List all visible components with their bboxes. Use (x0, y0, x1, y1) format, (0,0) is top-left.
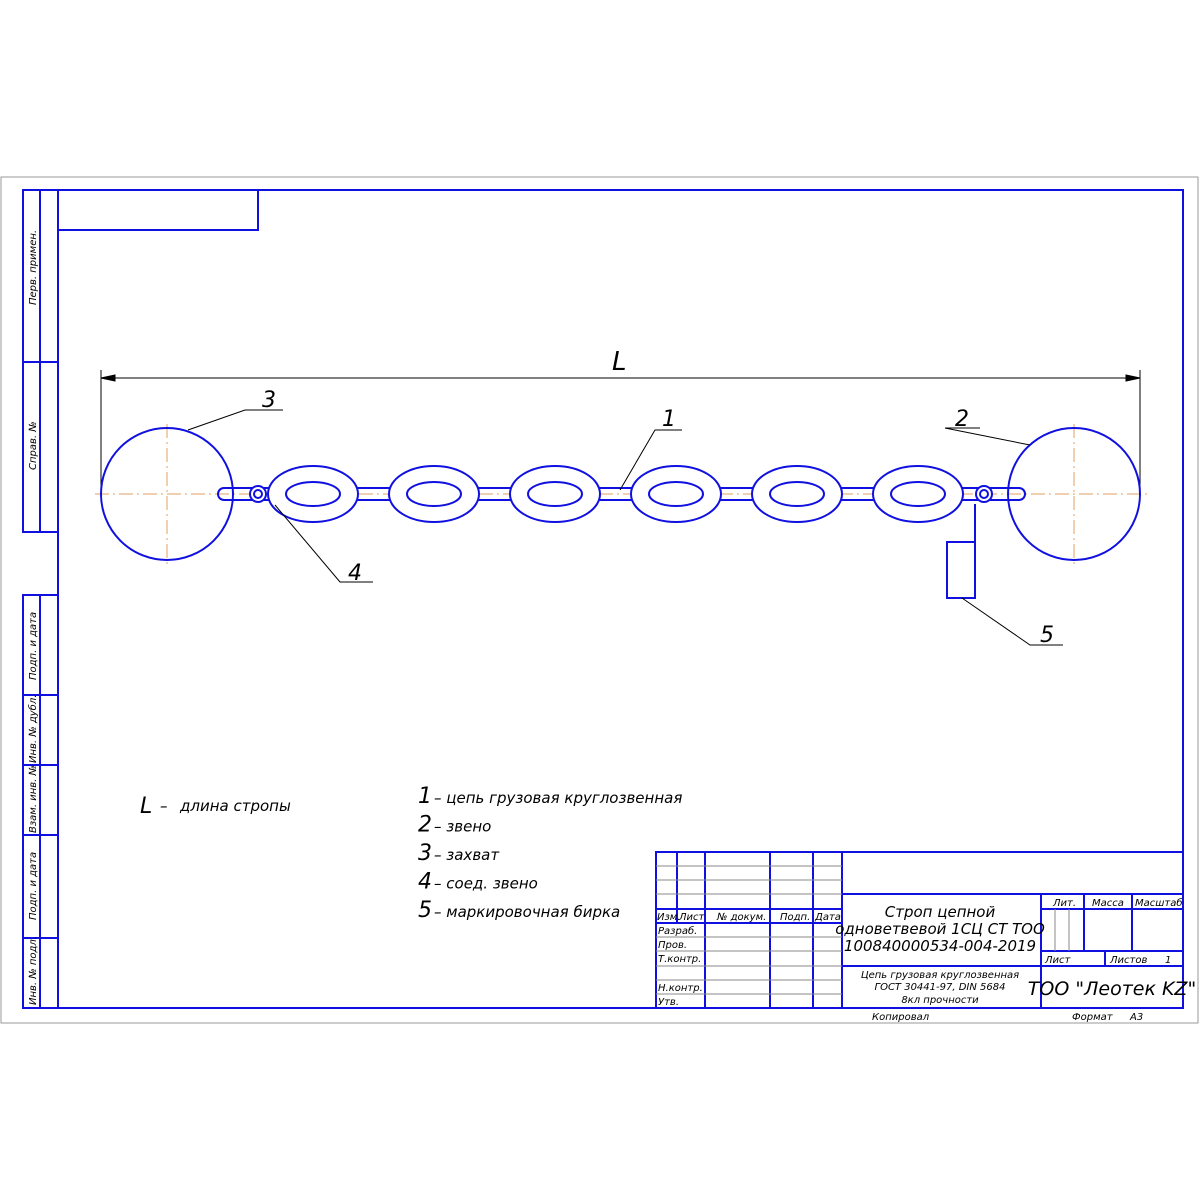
hdr-sign: Подп. (780, 912, 810, 923)
role: Т.контр. (658, 954, 701, 965)
dimension-L (100, 370, 1141, 494)
connecting-link (249, 485, 267, 503)
lit-label: Лит. (1052, 898, 1076, 909)
stamp-label: Инв. № подл. (28, 936, 39, 1005)
title-line: 100840000534-004-2019 (844, 937, 1036, 955)
legend-number: 3 (418, 841, 432, 866)
legend-length: L – длина стропы (140, 794, 291, 819)
role: Утв. (658, 997, 679, 1008)
callout-4: 4 (348, 561, 362, 586)
chain-link (267, 465, 359, 523)
sheet-border (0, 176, 1199, 1024)
dimension-label: L (612, 347, 627, 377)
legend-number: 2 (418, 813, 432, 838)
chain-link-inner (890, 481, 946, 507)
chain-link-inner (648, 481, 704, 507)
chain-link (630, 465, 722, 523)
legend-number: 4 (418, 870, 432, 895)
legend-symbol: L (140, 794, 152, 819)
hdr-izm: Изм. (657, 912, 681, 923)
callout-5: 5 (1040, 623, 1054, 648)
leaders (187, 409, 1063, 646)
legend-number: 5 (418, 898, 432, 923)
end-link (1007, 427, 1141, 561)
legend-dash: – (160, 797, 168, 815)
company-name: ТОО "Леотек KZ" (1028, 978, 1196, 1000)
callout-1: 1 (662, 407, 676, 432)
side-stamps: Перв. примен. Справ. № Подп. и дата Инв.… (27, 230, 39, 1005)
format-label: Формат (1072, 1012, 1114, 1023)
legend-item: – маркировочная бирка (434, 903, 620, 921)
chain-link (872, 465, 964, 523)
frame (22, 189, 1184, 1009)
grab-hook (100, 427, 234, 561)
connecting-link (975, 485, 993, 503)
chain-link-inner (285, 481, 341, 507)
role: Разраб. (658, 925, 697, 937)
chain (100, 427, 1141, 599)
role: Н.контр. (658, 983, 703, 994)
material-line: Цепь грузовая круглозвенная (861, 970, 1019, 981)
mass-label: Масса (1092, 898, 1124, 909)
stamp-label: Подп. и дата (28, 852, 39, 920)
chain-link (509, 465, 601, 523)
title-block (655, 851, 1184, 1009)
copied-label: Копировал (872, 1012, 930, 1023)
legend-item: – захват (434, 846, 500, 864)
hdr-doc: № докум. (716, 912, 766, 923)
hdr-list: Лист (678, 912, 706, 923)
title-line: одноветвевой 1СЦ СТ ТОО (835, 920, 1045, 938)
scale-label: Масштаб (1135, 897, 1183, 909)
chain-link (751, 465, 843, 523)
marking-tag (946, 541, 976, 599)
callout-3: 3 (262, 388, 276, 413)
legend-item: – звено (434, 818, 491, 836)
legend-text: длина стропы (179, 797, 291, 815)
sheets-label: Листов (1109, 955, 1147, 966)
stamp-label: Справ. № (28, 421, 39, 470)
chain-link-inner (769, 481, 825, 507)
stamp-label: Взам. инв. № (28, 765, 39, 833)
format-value: А3 (1129, 1012, 1143, 1023)
callout-2: 2 (955, 407, 969, 432)
chain-link-inner (527, 481, 583, 507)
legend-number: 1 (418, 784, 432, 809)
chain-link (388, 465, 480, 523)
legend-item: – цепь грузовая круглозвенная (434, 789, 682, 807)
chain-link-inner (406, 481, 462, 507)
title-line: Строп цепной (885, 903, 996, 921)
role: Пров. (658, 940, 687, 951)
stamp-label: Перв. примен. (28, 230, 39, 305)
material-line: ГОСТ 30441-97, DIN 5684 (875, 982, 1006, 993)
stamp-label: Инв. № дубл. (27, 695, 39, 763)
sheet-label: Лист (1044, 955, 1072, 966)
sheets-count: 1 (1165, 955, 1171, 966)
material-line: 8кл прочности (901, 995, 979, 1006)
stamp-label: Подп. и дата (28, 612, 39, 680)
legend-item: – соед. звено (434, 875, 538, 893)
hdr-date: Дата (814, 912, 841, 923)
